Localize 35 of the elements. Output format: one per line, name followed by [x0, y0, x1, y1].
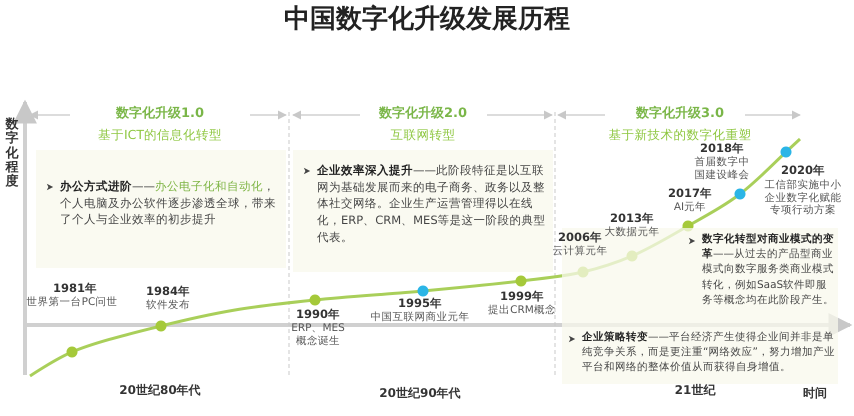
era-label: 20世纪80年代: [118, 383, 202, 398]
milestone-label: 软件发布: [145, 299, 191, 312]
bullet-paragraph: 企业效率深入提升——此阶段特征是以互联网为基础发展而来的电子商务、政务以及整体社交网络。企业生产运营管理得以在线化，ERP、CRM、MES等是这一阶段的典型代表。: [301, 162, 549, 246]
year-label: 2013年: [608, 212, 655, 226]
year-label: 2017年: [666, 187, 713, 201]
milestone-label: 工信部实施中小企业数字化赋能专项行动方案: [764, 179, 842, 217]
bullet-paragraph: 数字化转型对商业模式的变革——从过去的产品型商业模式向数字服务类商业模式转化，例如SaaS软件即服务等概念均在此阶段产生。: [686, 232, 838, 308]
year-label: 1995年: [396, 297, 443, 311]
year-label: 1990年: [294, 308, 341, 322]
year-label: 2020年: [780, 164, 826, 178]
milestone-label: 云计算元年: [552, 245, 608, 258]
era-label: 20世纪90年代: [378, 386, 462, 400]
milestone-label: 首届数字中国建设峰会: [694, 156, 750, 182]
bullet-paragraph: 企业策略转变——平台经济产生使得企业间并非是单纯竞争关系，而是更注重“网络效应”，努力增加产业平台和网络的整体价值从而获得自身增值。: [566, 330, 838, 376]
milestone-label: 世界第一台PC问世: [26, 296, 118, 309]
period-subtitle: 互联网转型: [390, 127, 456, 142]
milestone-label: ERP、MES概念诞生: [290, 322, 346, 348]
milestone-label: 大数据元年: [604, 226, 660, 239]
era-label: 时间: [802, 386, 828, 400]
milestone-label: 提出CRM概念: [487, 304, 557, 317]
milestone-label: 中国互联网商业元年: [370, 311, 470, 324]
bullet-paragraph: 办公方式进阶——办公电子化和自动化，个人电脑及办公软件逐步渗透全球，带来了个人与企业效率的初步提升: [44, 178, 284, 228]
milestone-label: AI元年: [672, 201, 708, 214]
text-panel: [293, 150, 553, 272]
year-label: 2006年: [556, 231, 603, 245]
period-subtitle: 基于ICT的信息化转型: [96, 127, 224, 142]
period-subtitle: 基于新技术的数字化重塑: [608, 127, 752, 142]
text-panel: [36, 150, 286, 268]
year-label: 1981年: [52, 282, 98, 296]
year-label: 1984年: [144, 285, 191, 299]
year-label: 2018年: [698, 142, 745, 156]
year-label: 1999年: [498, 290, 545, 304]
title: 中国数字化升级发展历程: [283, 4, 571, 36]
axis-label: 数字化程度: [5, 118, 19, 190]
era-label: 21世纪: [674, 383, 717, 398]
